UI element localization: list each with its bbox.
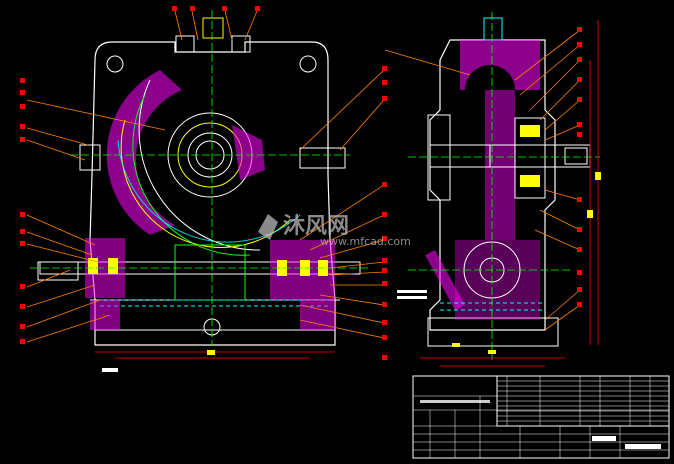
front-view [30, 10, 370, 372]
watermark-logo-icon [258, 214, 278, 240]
front-breather [202, 17, 224, 39]
front-base-section [90, 300, 120, 330]
title-drawing-no-cell [625, 444, 661, 449]
side-section-top [460, 40, 540, 90]
front-hole-top-left [106, 55, 124, 73]
drawing-border [412, 375, 670, 459]
side-input-shaft [429, 144, 491, 168]
side-note-bars-2 [397, 296, 427, 299]
side-base-plate [427, 317, 559, 347]
front-base-plate [94, 329, 336, 346]
watermark: 沐风网 www.mfcad.com [258, 214, 411, 248]
side-dim-marker-1 [488, 350, 496, 354]
front-side-shaft-right [299, 147, 346, 169]
worm-shaft-key [37, 261, 79, 281]
side-dim-marker-2 [452, 343, 460, 347]
hub-section-magenta [232, 125, 265, 180]
front-balloons-top [172, 6, 260, 11]
side-dim-marker-3 [595, 172, 601, 180]
title-name-cell [592, 436, 616, 441]
side-flange-left [427, 114, 451, 201]
side-section-bottom [455, 240, 540, 320]
front-balloons-right [382, 66, 387, 360]
front-top-boss-left [175, 35, 195, 53]
side-note-bars [397, 290, 427, 293]
side-bearing-housing [514, 117, 546, 199]
side-top-breather [483, 17, 503, 41]
front-hole-top-right [299, 55, 317, 73]
watermark-brand: 沐风网 [283, 214, 349, 239]
side-bearing-top [520, 125, 540, 137]
front-leaders-left [26, 99, 166, 343]
side-view [397, 12, 601, 367]
side-dim-marker-4 [587, 210, 593, 218]
worm-teeth-region [174, 244, 246, 301]
front-top-boss-right [231, 35, 251, 53]
front-side-shaft [79, 144, 101, 171]
wheel-arc-yellow [120, 119, 291, 248]
scale-note-box [102, 368, 118, 372]
wheel-arc-green [132, 94, 251, 256]
watermark-url: www.mfcad.com [320, 235, 411, 248]
side-oil-plug [425, 250, 465, 310]
front-dim-marker [207, 350, 215, 355]
title-block [412, 375, 670, 459]
side-bearing-bottom [520, 175, 540, 187]
left-bearing-1 [88, 258, 98, 274]
side-shaft-key [564, 147, 588, 165]
right-bearing-1 [277, 260, 287, 276]
side-leaders [384, 29, 581, 331]
side-balloons [577, 27, 582, 307]
parts-list-rows [497, 376, 669, 426]
left-bearing-2 [108, 258, 118, 274]
front-leaders-right [299, 69, 385, 339]
wheel-section-magenta [106, 70, 182, 235]
front-leaders-top [174, 10, 258, 41]
title-block-grid [413, 395, 669, 458]
front-base-section-r [300, 300, 335, 330]
front-balloons-left [20, 78, 25, 344]
tech-notes-text [420, 400, 490, 403]
